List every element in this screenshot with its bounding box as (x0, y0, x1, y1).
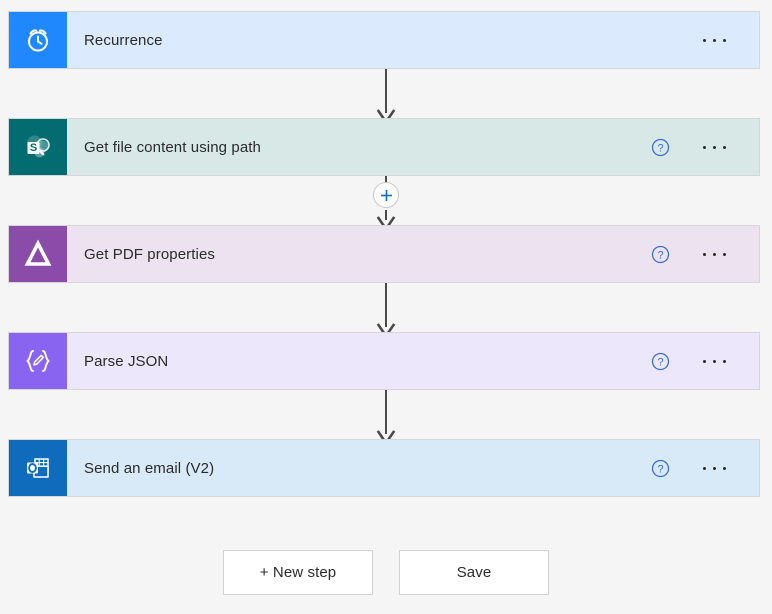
menu-dot (702, 466, 706, 470)
step-menu-button[interactable] (697, 132, 731, 162)
help-icon[interactable]: ? (645, 346, 675, 376)
flow-step-card-get-pdf-properties[interactable]: Get PDF properties ? (8, 225, 760, 283)
help-icon[interactable]: ? (645, 132, 675, 162)
flow-step-card-parse-json[interactable]: Parse JSON ? (8, 332, 760, 390)
menu-dot (702, 145, 706, 149)
outlook-icon (9, 440, 67, 496)
save-button[interactable]: Save (399, 550, 549, 595)
menu-dot (722, 252, 726, 256)
designer-footer-toolbar: + New step Save (0, 550, 772, 595)
menu-dot (722, 145, 726, 149)
flow-step-card-recurrence[interactable]: Recurrence (8, 11, 760, 69)
card-actions (697, 25, 749, 55)
adobe-pdf-tools-icon (9, 226, 67, 282)
sharepoint-icon: S (9, 119, 67, 175)
svg-text:?: ? (657, 142, 663, 154)
menu-dot (722, 466, 726, 470)
svg-text:S: S (30, 142, 37, 154)
menu-dot (712, 466, 716, 470)
card-actions: ? (645, 453, 749, 483)
step-title: Recurrence (84, 32, 163, 48)
card-body: Recurrence (67, 12, 759, 68)
card-body: Get file content using path ? (67, 119, 759, 175)
step-title: Parse JSON (84, 353, 169, 369)
menu-dot (702, 252, 706, 256)
flow-step-card-get-file-content-using-path[interactable]: S Get file content using path ? (8, 118, 760, 176)
card-body: Parse JSON ? (67, 333, 759, 389)
flow-step-card-send-an-email[interactable]: Send an email (V2) ? (8, 439, 760, 497)
step-title: Send an email (V2) (84, 460, 215, 476)
alarm-clock-icon (9, 12, 67, 68)
menu-dot (712, 38, 716, 42)
svg-text:?: ? (657, 463, 663, 475)
menu-dot (722, 38, 726, 42)
menu-dot (712, 252, 716, 256)
svg-text:?: ? (657, 249, 663, 261)
help-icon[interactable]: ? (645, 239, 675, 269)
card-actions: ? (645, 239, 749, 269)
step-menu-button[interactable] (697, 25, 731, 55)
menu-dot (712, 359, 716, 363)
menu-dot (722, 359, 726, 363)
card-body: Get PDF properties ? (67, 226, 759, 282)
insert-step-button[interactable] (373, 182, 399, 208)
new-step-button[interactable]: + New step (223, 550, 373, 595)
parse-json-icon (9, 333, 67, 389)
step-menu-button[interactable] (697, 453, 731, 483)
step-menu-button[interactable] (697, 239, 731, 269)
help-icon[interactable]: ? (645, 453, 675, 483)
step-title: Get PDF properties (84, 246, 216, 262)
step-title: Get file content using path (84, 139, 261, 155)
step-menu-button[interactable] (697, 346, 731, 376)
card-actions: ? (645, 132, 749, 162)
card-actions: ? (645, 346, 749, 376)
menu-dot (702, 38, 706, 42)
menu-dot (712, 145, 716, 149)
svg-text:?: ? (657, 356, 663, 368)
card-body: Send an email (V2) ? (67, 440, 759, 496)
menu-dot (702, 359, 706, 363)
